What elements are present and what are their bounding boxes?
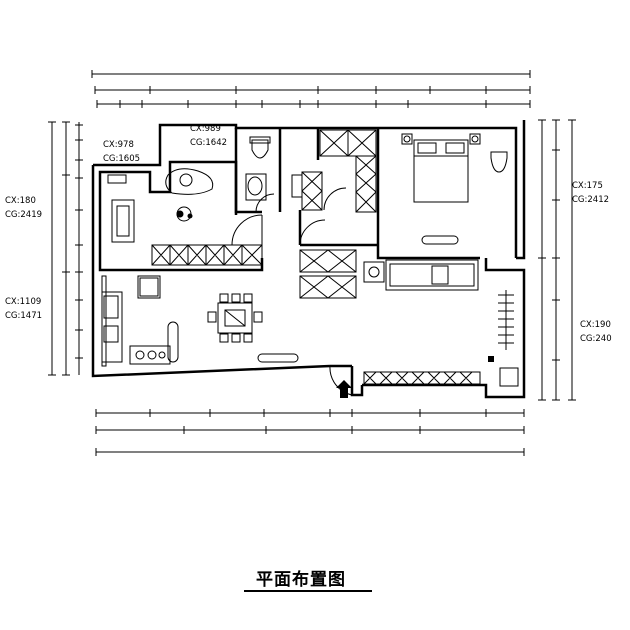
top-dimension-lines (91, 70, 531, 108)
label-right-lower-cg: CG:240 (580, 334, 612, 344)
furniture (101, 129, 519, 387)
label-left-lower-cg: CG:1471 (5, 311, 43, 321)
title-underline (244, 590, 372, 592)
right-dimension-lines (538, 119, 576, 401)
column-marker (488, 356, 494, 362)
label-left-upper-cg: CG:2419 (5, 210, 43, 220)
label-top-mid-cx: CX:989 (190, 124, 221, 134)
left-dimension-lines (48, 121, 83, 376)
door-swings (231, 187, 353, 396)
label-left-lower-cx: CX:1109 (5, 297, 42, 307)
label-top-mid-cg: CG:1642 (190, 138, 228, 148)
label-left-upper-cx: CX:180 (5, 196, 36, 206)
label-right-upper-cx: CX:175 (572, 181, 603, 191)
label-right-upper-cg: CG:2412 (572, 195, 610, 205)
walls (91, 120, 526, 399)
label-right-lower-cx: CX:190 (580, 320, 611, 330)
label-top-left-cx: CX:978 (103, 140, 134, 150)
entrance-arrow-icon (336, 380, 352, 398)
drawing-title: 平面布置图 (256, 570, 346, 590)
label-top-left-cg: CG:1605 (103, 154, 141, 164)
bottom-dimension-lines (95, 409, 525, 456)
